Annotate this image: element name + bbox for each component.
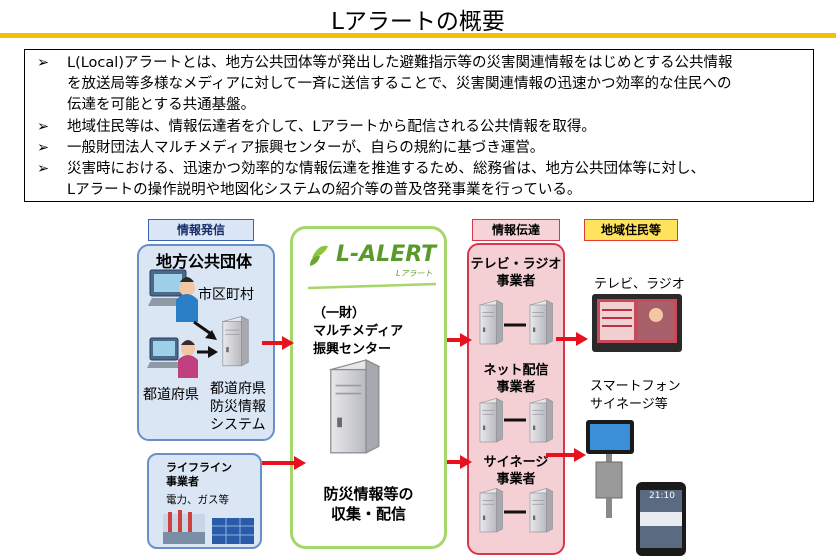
prefecture-label: 都道府県 (143, 387, 199, 403)
signage-icon (586, 420, 634, 518)
smartphone-clock: 21:10 (649, 491, 675, 501)
lifeline-title: ライフライン 事業者 (166, 461, 232, 488)
summary-bullet-4: ➢災害時における、迅速かつ効率的な情報伝達を推進するため、総務省は、地方公共団体… (37, 159, 705, 180)
summary-box: ➢L(Local)アラートとは、地方公共団体等が発出した避難指示等の災害関連情報… (24, 49, 814, 202)
lalert-logo-text: L-ALERT (336, 242, 437, 267)
header-residents: 地域住民等 (584, 219, 678, 241)
page-title: Lアラートの概要 (331, 9, 505, 35)
header-info-dispatch: 情報発信 (148, 219, 254, 241)
lifeline-sub: 電力、ガス等 (166, 494, 229, 506)
center-organization: （一財） マルチメディア 振興センター (313, 306, 404, 357)
lifeline-facility-icon (163, 510, 254, 544)
bullet-mark: ➢ (37, 140, 50, 156)
flow-arrows (262, 332, 588, 470)
lalert-logo-sub: Lアラート (396, 269, 433, 278)
net-servers (479, 398, 553, 443)
transmitter-tv-radio: テレビ・ラジオ 事業者 (470, 257, 562, 289)
tv-icon (592, 294, 682, 352)
resident-smartphone-label: スマートフォン サイネージ等 (590, 379, 681, 412)
summary-bullet-1-line-2: を放送局等多様なメディアに対して一斉に送信することで、災害関連情報の迅速かつ効率… (67, 76, 732, 92)
summary-bullet-4-line-2: Lアラートの操作説明や地図化システムの紹介等の普及啓発事業を行っている。 (67, 182, 582, 198)
smartphone-icon (636, 482, 686, 556)
municipality-label: 市区町村 (198, 287, 254, 303)
resident-tv-radio-label: テレビ、ラジオ (594, 277, 685, 292)
gov-internal-arrows (193, 320, 218, 358)
gov-title: 地方公共団体 (156, 252, 253, 271)
center-server-icon (329, 359, 380, 454)
lalert-logo-icon (307, 245, 437, 290)
bullet-mark: ➢ (37, 55, 50, 71)
municipality-operator-icon (148, 269, 198, 322)
transmitter-signage: サイネージ 事業者 (483, 455, 549, 487)
bullet-mark: ➢ (37, 119, 50, 135)
tv-radio-servers (479, 300, 553, 345)
summary-bullet-1: ➢L(Local)アラートとは、地方公共団体等が発出した避難指示等の災害関連情報… (37, 53, 733, 74)
signage-servers (479, 488, 553, 533)
center-collect-distribute: 防災情報等の 収集・配信 (323, 485, 414, 523)
summary-bullet-1-line-3: 伝達を可能とする共通基盤。 (67, 97, 256, 113)
title-underline (0, 33, 836, 38)
bullet-mark: ➢ (37, 161, 50, 177)
header-info-transmission: 情報伝達 (472, 219, 560, 241)
transmitter-net: ネット配信 事業者 (483, 363, 549, 395)
prefecture-operator-icon (147, 337, 198, 378)
prefecture-server-icon (222, 316, 249, 367)
summary-bullet-3: ➢一般財団法人マルチメディア振興センターが、自らの規約に基づき運営。 (37, 138, 544, 159)
prefecture-system-label: 都道府県 防災情報 システム (210, 381, 266, 433)
summary-bullet-2: ➢地域住民等は、情報伝達者を介して、Lアラートから配信される公共情報を取得。 (37, 117, 596, 138)
